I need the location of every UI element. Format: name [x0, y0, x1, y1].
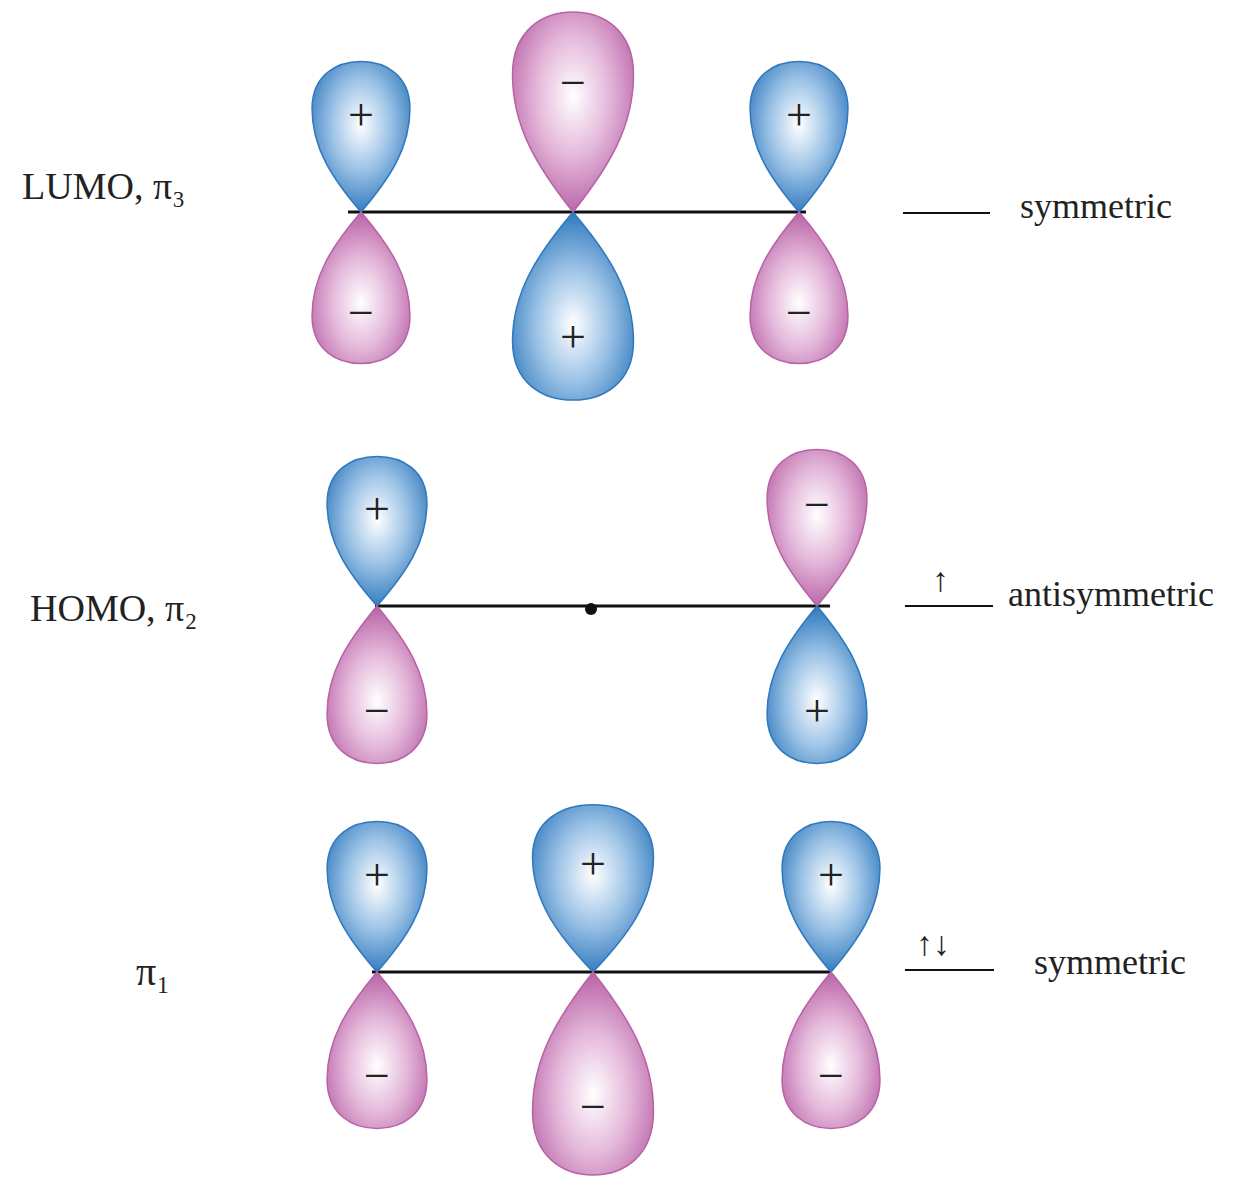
molecule-axis — [372, 971, 832, 974]
orbital-lobe: + — [325, 820, 429, 972]
phase-sign: + — [765, 688, 869, 734]
orbital-lobe: − — [780, 972, 882, 1130]
orbital-lobe: − — [748, 212, 850, 365]
symmetry-label: antisymmetric — [1008, 576, 1214, 612]
orbital-lobe: + — [530, 803, 656, 972]
orbital-lobe: + — [310, 60, 412, 212]
lobe-shape — [325, 606, 429, 765]
lobe-shape — [530, 803, 656, 972]
molecule-axis — [375, 605, 830, 608]
lobe-shape — [748, 212, 850, 365]
node-dot — [585, 603, 597, 615]
symmetry-label: symmetric — [1020, 188, 1172, 224]
orbital-lobe: + — [325, 455, 429, 606]
phase-sign: + — [530, 841, 656, 887]
lobe-shape — [310, 212, 412, 365]
lobe-shape — [325, 972, 429, 1130]
phase-sign: + — [325, 486, 429, 532]
energy-level — [905, 969, 994, 971]
phase-sign: + — [325, 852, 429, 898]
orbital-name: HOMO, π₂ — [30, 589, 198, 627]
orbital-lobe: − — [310, 212, 412, 365]
orbital-lobe: + — [780, 820, 882, 972]
orbital-lobe: − — [530, 972, 656, 1177]
phase-sign: − — [325, 1053, 429, 1099]
electron-arrow: ↑↓ — [916, 927, 950, 961]
orbital-name: π₁ — [136, 952, 170, 992]
orbital-lobe: + — [765, 606, 869, 765]
phase-sign: − — [310, 290, 412, 336]
lobe-shape — [510, 10, 636, 212]
orbital-lobe: − — [765, 448, 869, 606]
phase-sign: − — [325, 688, 429, 734]
phase-sign: − — [780, 1053, 882, 1099]
orbital-lobe: − — [325, 972, 429, 1130]
phase-sign: − — [765, 482, 869, 528]
phase-sign: + — [310, 92, 412, 138]
orbital-lobe: − — [510, 10, 636, 212]
molecule-axis — [348, 211, 806, 214]
lobe-shape — [530, 972, 656, 1177]
lobe-shape — [765, 606, 869, 765]
phase-sign: + — [510, 314, 636, 360]
phase-sign: + — [748, 92, 850, 138]
energy-level — [905, 605, 993, 607]
phase-sign: − — [530, 1084, 656, 1130]
phase-sign: − — [748, 290, 850, 336]
energy-level — [903, 212, 990, 214]
phase-sign: + — [780, 852, 882, 898]
orbital-lobe: + — [748, 60, 850, 212]
lobe-shape — [780, 972, 882, 1130]
lobe-shape — [510, 212, 636, 402]
phase-sign: − — [510, 60, 636, 106]
orbital-lobe: + — [510, 212, 636, 402]
symmetry-label: symmetric — [1034, 944, 1186, 980]
orbital-name: LUMO, π₃ — [22, 167, 185, 205]
orbital-lobe: − — [325, 606, 429, 765]
electron-arrow: ↑ — [932, 563, 949, 597]
